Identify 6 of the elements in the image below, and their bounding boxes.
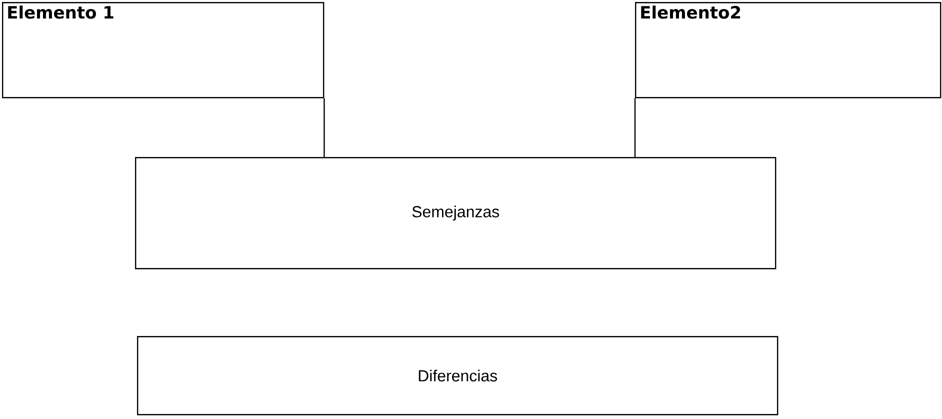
connector-line (634, 98, 636, 157)
connector-line (324, 98, 325, 157)
text-box: Semejanzas (135, 157, 776, 270)
element-box: Elemento 1 (2, 2, 324, 98)
element-box: Elemento2 (635, 2, 942, 98)
text-box: Diferencias (137, 336, 778, 416)
